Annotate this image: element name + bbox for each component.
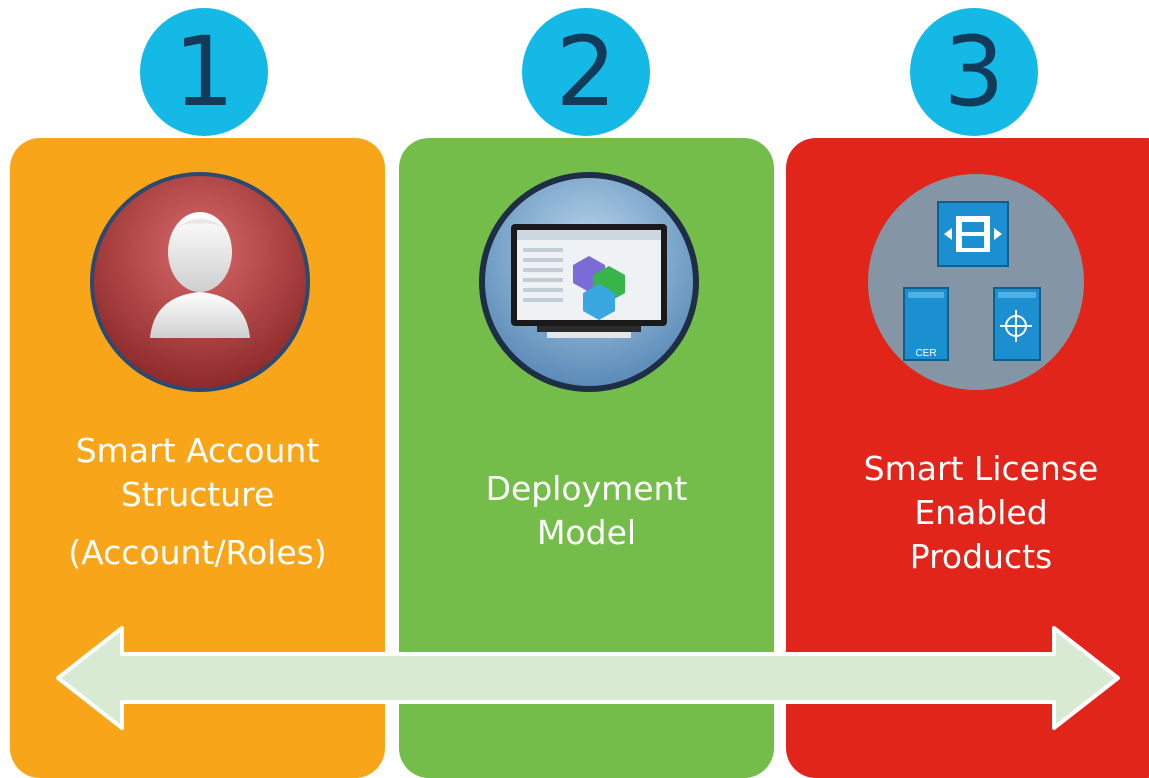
step-2-badge: 2 (522, 8, 650, 136)
panel-3-title-line1: Smart License (863, 449, 1099, 488)
server-devices-icon: CER (864, 170, 1088, 394)
panel-3-title-line3: Products (909, 537, 1053, 576)
panel-1-title-line3: (Account/Roles) (68, 533, 327, 572)
panel-1-title-line2: Structure (120, 475, 275, 514)
cer-device-label: CER (915, 348, 936, 359)
smart-account-panel: Smart Account Structure (Account/Roles) (10, 138, 385, 778)
panel-3-title-line2: Enabled (914, 493, 1048, 532)
monitor-icon (477, 170, 701, 394)
panel-1-title-line1: Smart Account (75, 431, 320, 470)
smart-license-products-panel: CER Smart License Enabled Products (786, 138, 1149, 778)
user-icon (88, 170, 312, 394)
step-3-badge: 3 (910, 8, 1038, 136)
panel-2-title-line1: Deployment (485, 469, 688, 508)
panel-2-title-line2: Model (536, 513, 637, 552)
step-1-badge: 1 (140, 8, 268, 136)
deployment-model-panel: Deployment Model (399, 138, 774, 778)
